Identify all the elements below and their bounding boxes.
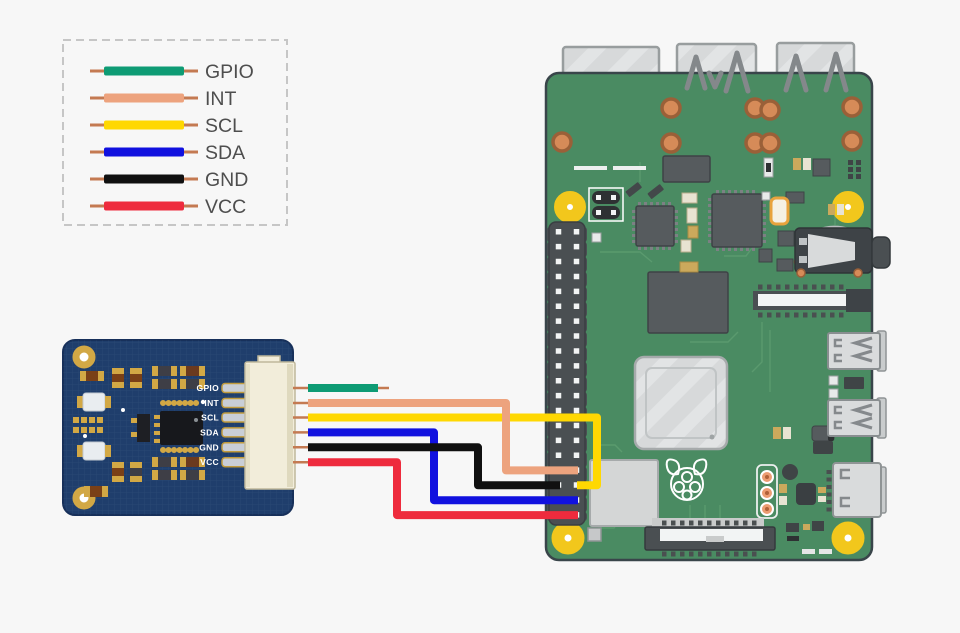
raspberry-pi-logo bbox=[665, 458, 708, 501]
ethernet-slot bbox=[574, 166, 607, 170]
camera-connector bbox=[644, 518, 776, 557]
smd-pad bbox=[587, 527, 602, 542]
mounting-holes bbox=[551, 191, 865, 555]
legend-item-gnd: GND bbox=[90, 169, 248, 191]
ic-medium bbox=[708, 190, 766, 251]
module-smd-components bbox=[73, 366, 206, 497]
wire-int bbox=[308, 399, 578, 475]
legend-item-gpio: GPIO bbox=[90, 61, 254, 83]
jumper-header-2x2 bbox=[588, 187, 624, 222]
metal-shield bbox=[589, 459, 659, 527]
ethernet-slot bbox=[613, 166, 646, 170]
legend-swatch-vcc bbox=[104, 201, 184, 211]
ic-flat bbox=[662, 155, 711, 183]
pin-label-scl: SCL bbox=[201, 413, 219, 423]
module-connector bbox=[244, 355, 296, 490]
pin-label-sda: SDA bbox=[200, 427, 219, 437]
gpio-header bbox=[547, 221, 587, 526]
legend-item-vcc: VCC bbox=[90, 196, 246, 218]
raspberry-pi-board bbox=[544, 41, 891, 562]
crystal-oscillator bbox=[769, 196, 790, 226]
copper-pads bbox=[551, 96, 863, 154]
usb-symbol-icon bbox=[684, 50, 849, 94]
power-circuitry bbox=[779, 464, 826, 541]
legend-label-sda: SDA bbox=[205, 142, 245, 164]
legend-swatch-gpio bbox=[104, 66, 184, 76]
sensor-module: GPIO INT SCL SDA GND VCC bbox=[62, 339, 296, 516]
legend-label-int: INT bbox=[205, 88, 237, 110]
usb-port-right-2 bbox=[827, 397, 887, 439]
memory-chip bbox=[647, 271, 729, 334]
audio-jack bbox=[794, 225, 891, 278]
wire-vcc bbox=[308, 458, 578, 520]
pin-label-gpio: GPIO bbox=[197, 383, 220, 393]
legend-item-scl: SCL bbox=[90, 115, 243, 137]
wire-scl bbox=[308, 413, 601, 490]
legend-swatch-gnd bbox=[104, 174, 184, 184]
legend-box bbox=[62, 39, 288, 226]
module-metal-pins bbox=[221, 382, 248, 468]
legend-item-sda: SDA bbox=[90, 142, 245, 164]
module-hole-top bbox=[72, 345, 96, 369]
module-pin-labels: GPIO INT SCL SDA GND VCC bbox=[197, 383, 220, 467]
run-header-3pin bbox=[756, 464, 778, 519]
legend-swatch-scl bbox=[104, 120, 184, 130]
ic-chips bbox=[632, 155, 766, 334]
display-connector bbox=[753, 284, 872, 318]
smd-pad bbox=[819, 549, 832, 554]
wire-gnd bbox=[308, 443, 560, 490]
smd-diagonal bbox=[625, 182, 664, 199]
legend-label-gpio: GPIO bbox=[205, 61, 254, 83]
wires bbox=[293, 384, 601, 520]
hdmi-port bbox=[826, 462, 887, 518]
pin-label-gnd: GND bbox=[199, 442, 219, 452]
legend-swatch-sda bbox=[104, 147, 184, 157]
legend-label-vcc: VCC bbox=[205, 196, 246, 218]
legend-label-scl: SCL bbox=[205, 115, 243, 137]
legend-item-int: INT bbox=[90, 88, 237, 110]
legend-label-gnd: GND bbox=[205, 169, 248, 191]
usb-port-right-1 bbox=[827, 330, 887, 372]
ic-small bbox=[632, 202, 678, 250]
smd-pad bbox=[802, 549, 815, 554]
legend-swatch-int bbox=[104, 93, 184, 103]
pin-label-vcc: VCC bbox=[200, 457, 219, 467]
pin-label-int: INT bbox=[204, 398, 219, 408]
wire-sda bbox=[308, 428, 578, 505]
cpu-chip bbox=[633, 355, 729, 451]
legend: GPIO INT SCL SDA GND VCC bbox=[62, 39, 288, 226]
